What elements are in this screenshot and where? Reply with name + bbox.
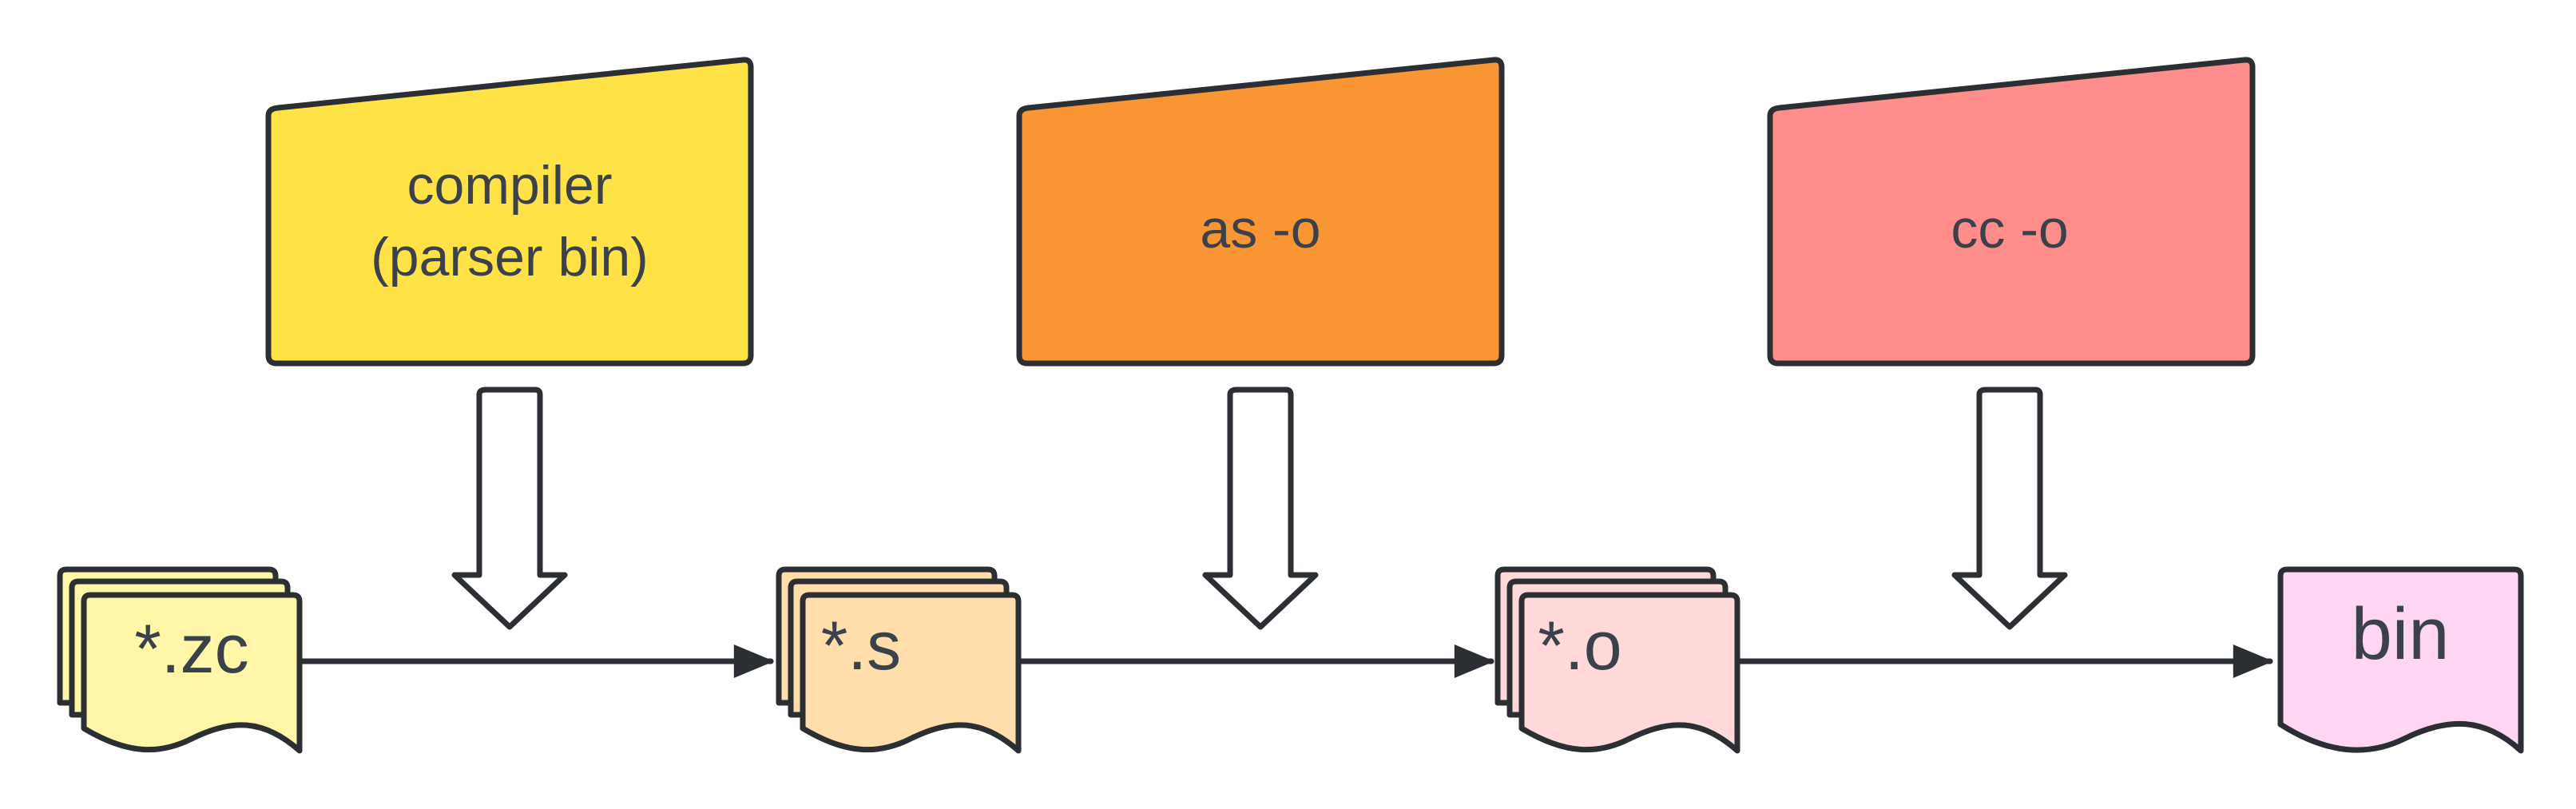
compiler-process: compiler (parser bin) — [265, 57, 754, 367]
linker-label: cc -o — [1951, 199, 2068, 260]
o-file-front-sheet — [1518, 592, 1740, 754]
s-files-stack: *.s — [776, 566, 1022, 754]
bin-file-label: bin — [2352, 593, 2450, 675]
zc-files-label: *.zc — [134, 611, 248, 688]
compiler-label-line2: (parser bin) — [371, 227, 649, 288]
linker-process: cc -o — [1767, 57, 2256, 367]
assembler-output-down-arrow — [1202, 387, 1319, 630]
s-file-front-sheet — [800, 592, 1022, 754]
o-files-label: *.o — [1538, 608, 1621, 684]
o-files-stack: *.o — [1494, 566, 1740, 754]
bin-file-sheet — [2277, 566, 2524, 754]
zc-files-stack: *.zc — [57, 566, 303, 754]
assembler-label: as -o — [1200, 199, 1320, 260]
linker-output-down-arrow — [1951, 387, 2068, 630]
s-files-label: *.s — [821, 608, 901, 684]
compiler-label-line1: compiler — [407, 155, 613, 216]
assembler-process: as -o — [1016, 57, 1505, 367]
compiler-output-down-arrow — [451, 387, 568, 630]
zc-file-front-sheet — [81, 592, 303, 754]
bin-file: bin — [2277, 566, 2524, 754]
